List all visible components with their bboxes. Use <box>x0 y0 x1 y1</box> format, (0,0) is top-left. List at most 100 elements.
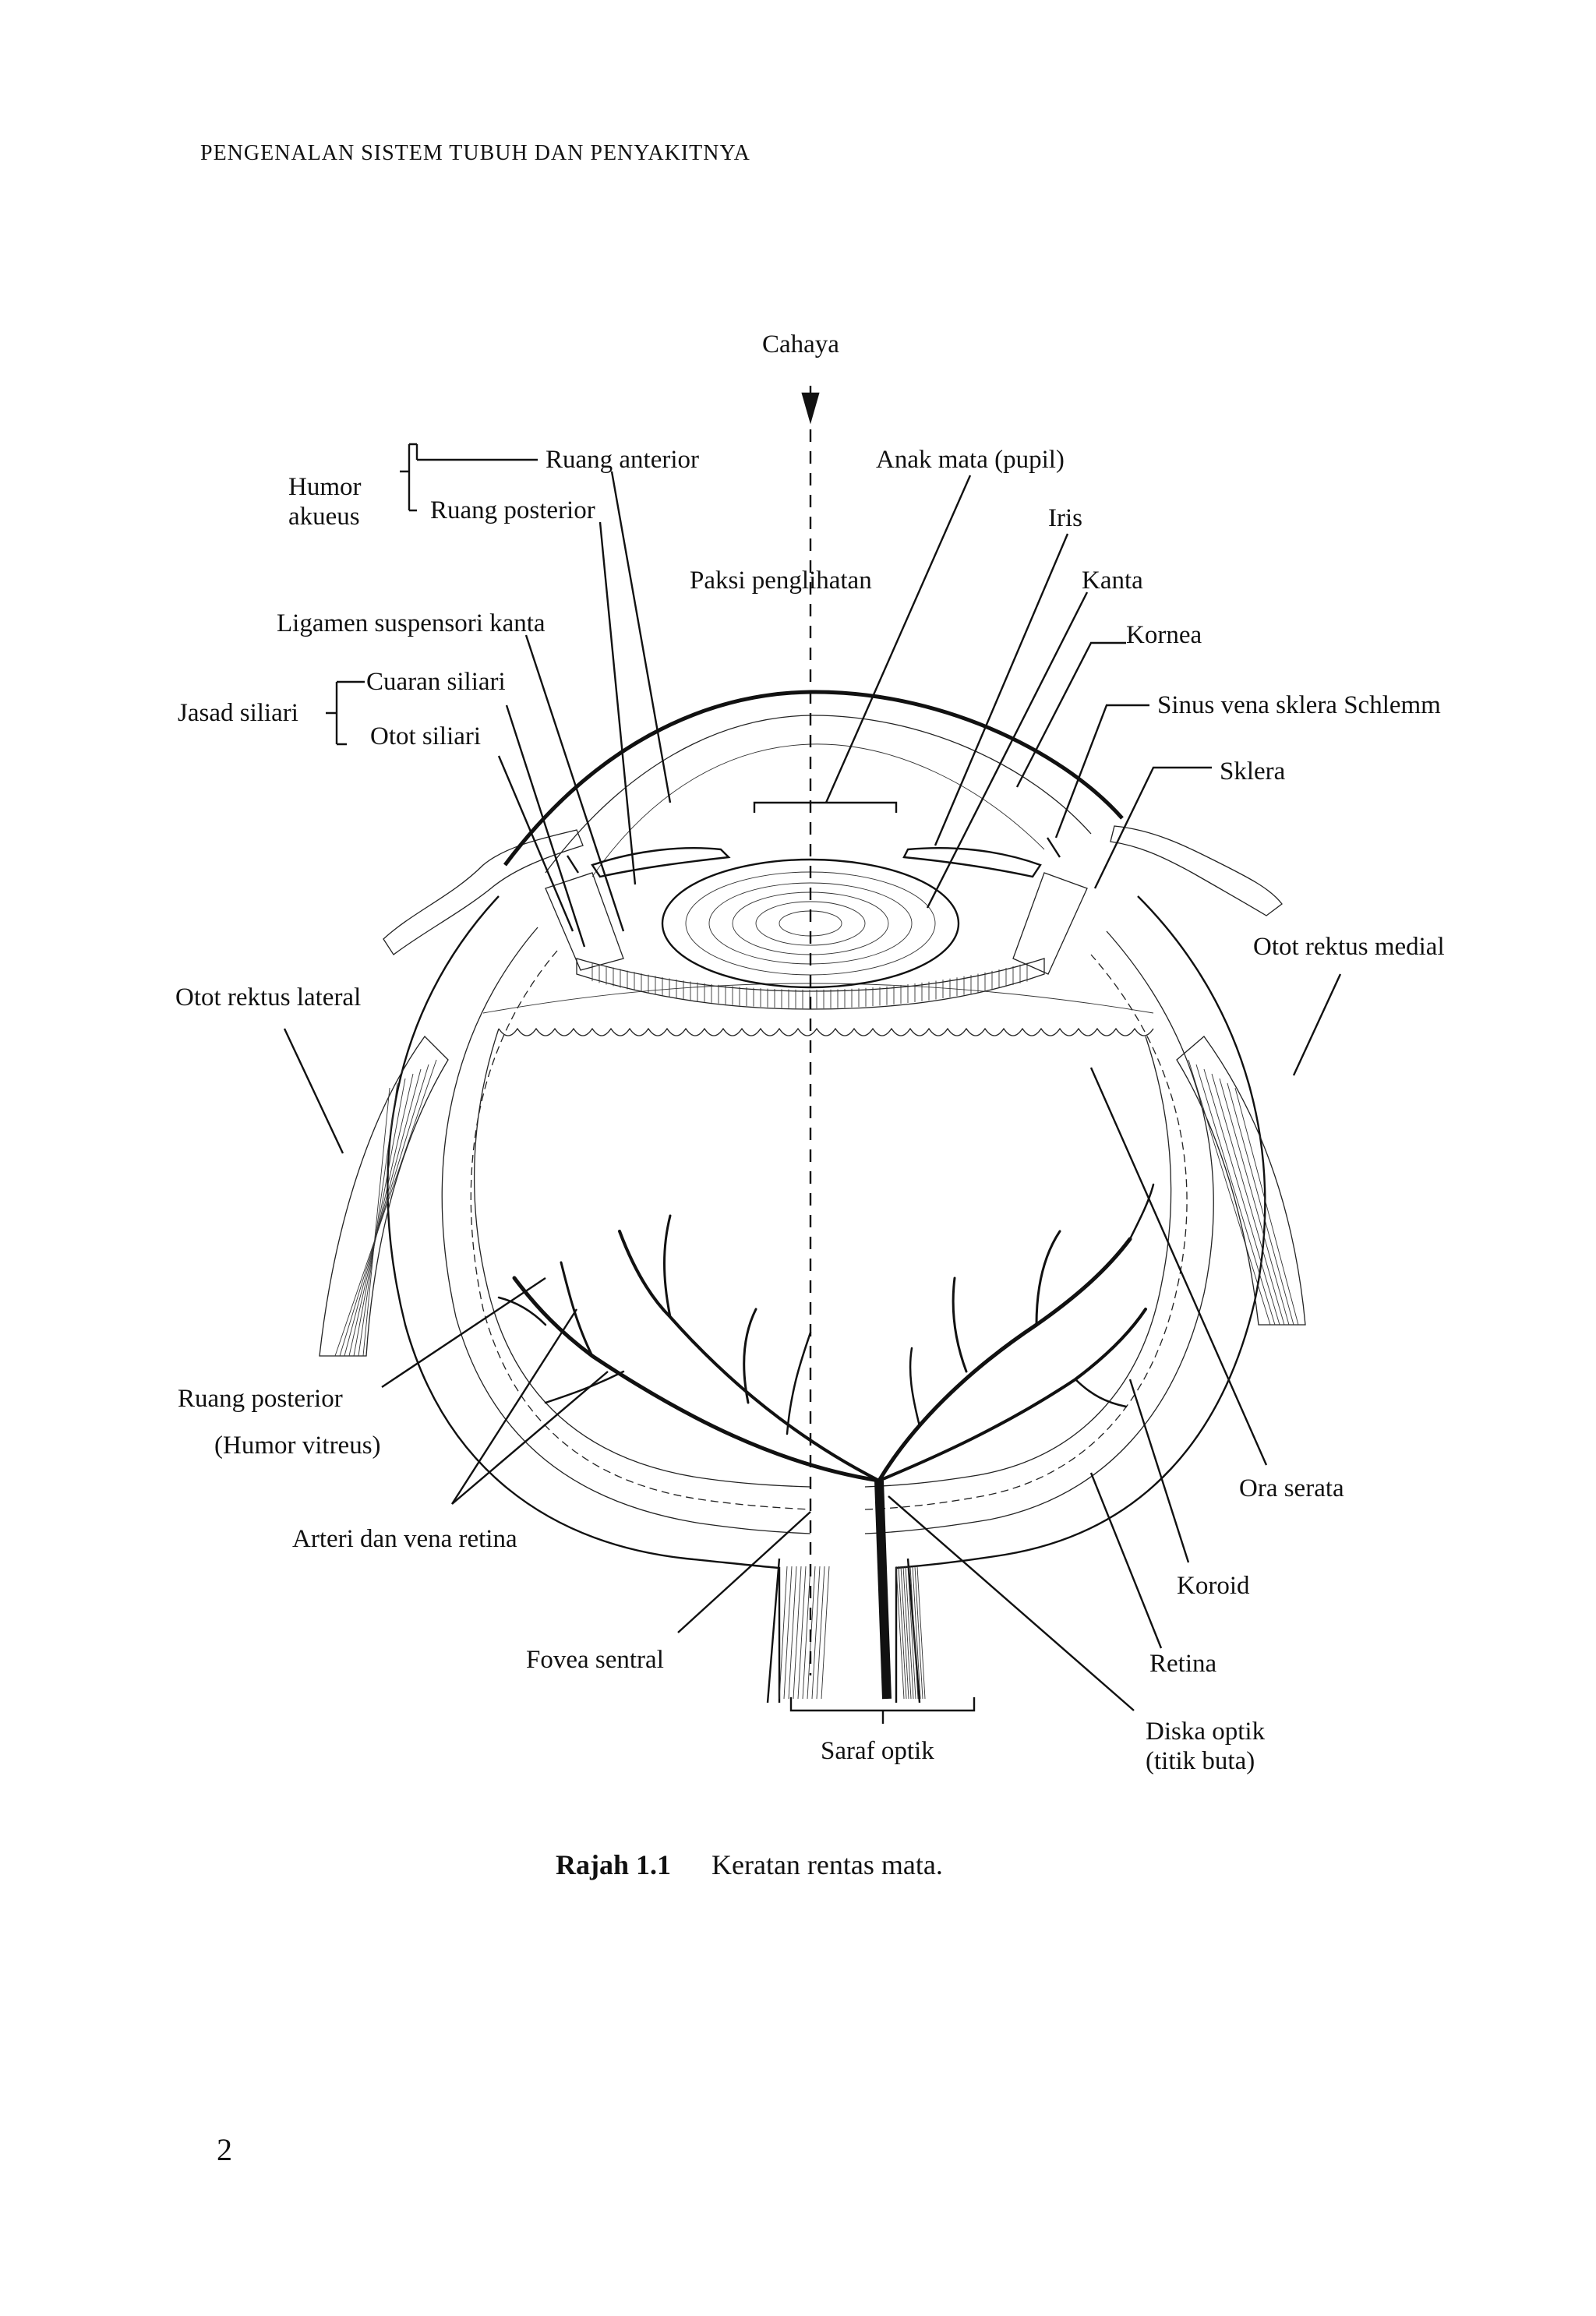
label-iris: Iris <box>1048 504 1082 532</box>
medial-rectus-muscle <box>1176 1036 1306 1326</box>
label-titik-buta: (titik buta) <box>1146 1747 1255 1775</box>
optic-nerve-fiber-right <box>898 1566 907 1700</box>
label-ruang-anterior: Ruang anterior <box>546 446 699 474</box>
retinal-branch-right-3 <box>909 1347 921 1428</box>
label-leaders <box>283 443 1342 1724</box>
choroid-layer <box>470 950 1188 1510</box>
medial-rectus-striation <box>1219 1078 1290 1326</box>
rectus-striations <box>334 1059 1299 1357</box>
label-humor: Humor <box>288 473 362 501</box>
caption-label: Rajah 1.1 <box>556 1849 671 1880</box>
medial-rectus-striation <box>1188 1059 1271 1326</box>
optic-nerve-fiber-right <box>909 1566 919 1700</box>
schlemm-canal-left <box>566 855 580 874</box>
sclera-outer <box>387 895 1266 1703</box>
optic-nerve-fiber-left <box>779 1566 788 1700</box>
lens <box>661 858 960 989</box>
optic-nerve-fiber-left <box>793 1566 802 1700</box>
label-sinus: Sinus vena sklera Schlemm <box>1157 691 1441 719</box>
jasad-siliari-bracket <box>326 680 365 746</box>
labels: Cahaya Humor akueus Ruang anterior Ruang… <box>175 330 1445 1775</box>
ligamen-pointer <box>524 634 625 932</box>
cuaran-siliari-pointer <box>505 704 586 948</box>
medial-rectus-striation <box>1195 1064 1276 1326</box>
label-arteri: Arteri dan vena retina <box>292 1525 517 1553</box>
kanta-pointer <box>926 591 1089 909</box>
sclera-inner <box>441 927 1214 1534</box>
schlemm-canal-right <box>1046 837 1061 858</box>
sklera-pointer <box>1093 766 1212 889</box>
iris-left <box>591 846 731 878</box>
left-eyelid-fold <box>383 829 584 955</box>
label-humor-vitreus: (Humor vitreus) <box>214 1432 381 1460</box>
right-eyelid-fold <box>1110 825 1283 916</box>
cornea <box>503 690 1124 867</box>
retinal-vein-left-upper <box>618 1230 881 1482</box>
label-paksi: Paksi penglihatan <box>690 567 872 595</box>
label-otot-rektus-medial: Otot rektus medial <box>1253 933 1445 961</box>
medial-rectus-striation <box>1234 1087 1299 1326</box>
arteri-pointer-1 <box>450 1308 578 1505</box>
retinal-vessels <box>497 1183 1155 1483</box>
optic-nerve-fiber-left <box>797 1566 807 1700</box>
lens-ring-4 <box>755 901 866 946</box>
retinal-branch-left-2 <box>560 1261 594 1357</box>
label-otot-siliari: Otot siliari <box>370 722 481 750</box>
label-ruang-posterior-top: Ruang posterior <box>430 496 595 524</box>
optic-nerve-fiber-left <box>788 1566 797 1700</box>
ciliary-hatching <box>591 962 1028 1008</box>
optic-nerve-fiber-right <box>900 1566 909 1700</box>
otot-siliari-pointer <box>497 755 574 932</box>
ora-serata-pointer <box>1089 1067 1268 1466</box>
label-kornea: Kornea <box>1126 621 1202 649</box>
label-kanta: Kanta <box>1082 567 1143 595</box>
lateral-rectus-striation <box>348 1073 414 1357</box>
medial-rectus-striation <box>1203 1068 1280 1326</box>
retinal-branch-right-5 <box>1128 1183 1155 1241</box>
optic-nerve-fiber-right <box>895 1566 905 1700</box>
lateral-rectus-muscle <box>319 1036 449 1357</box>
ciliary-body-band <box>576 958 1045 1010</box>
optic-nerve-fiber-right <box>907 1566 916 1700</box>
kornea-pointer <box>1015 641 1126 788</box>
label-diska-optik: Diska optik <box>1146 1718 1266 1746</box>
retinal-branch-left-3 <box>743 1308 757 1404</box>
light-arrow <box>801 392 820 425</box>
label-jasad-siliari: Jasad siliari <box>178 699 298 727</box>
koroid-pointer <box>1128 1379 1190 1563</box>
retinal-branch-right-1 <box>1035 1230 1061 1326</box>
lateral-rectus-striation <box>358 1082 398 1357</box>
ora-serrata-edge <box>498 1027 1154 1036</box>
ruang-posterior-top-pointer <box>598 521 637 885</box>
iris-right <box>902 847 1042 878</box>
retinal-branch-left-4 <box>786 1331 812 1435</box>
label-anak-mata: Anak mata (pupil) <box>876 446 1065 474</box>
otot-rektus-medial-pointer <box>1292 973 1342 1076</box>
retinal-branch-left-1 <box>663 1214 672 1319</box>
optic-nerve-fiber-left <box>816 1566 825 1700</box>
retinal-vein-right-lower <box>877 1308 1147 1482</box>
label-cuaran-siliari: Cuaran siliari <box>366 668 506 696</box>
otot-rektus-lateral-pointer <box>283 1028 344 1154</box>
label-retina: Retina <box>1149 1650 1216 1678</box>
label-koroid: Koroid <box>1177 1572 1250 1600</box>
page-number: 2 <box>217 2132 232 2167</box>
retina-pointer <box>1089 1472 1163 1649</box>
central-retinal-vessel <box>874 1480 892 1700</box>
retinal-branch-left-6 <box>544 1370 625 1404</box>
label-akueus: akueus <box>288 503 360 531</box>
lateral-rectus-striation <box>353 1078 406 1357</box>
medial-rectus-striation <box>1211 1073 1285 1326</box>
running-header: PENGENALAN SISTEM TUBUH DAN PENYAKITNYA <box>200 141 750 165</box>
optic-nerve-fiber-right <box>902 1566 912 1700</box>
arteri-pointer-2 <box>451 1371 609 1505</box>
pupil-bracket <box>753 801 898 813</box>
optic-nerve-fiber-left <box>811 1566 821 1700</box>
optic-nerve-fiber-left <box>821 1566 830 1700</box>
label-saraf-optik: Saraf optik <box>821 1737 934 1765</box>
caption-text: Keratan rentas mata. <box>711 1849 943 1880</box>
optic-nerve-fiber-left <box>783 1566 793 1700</box>
retina-layer <box>473 1028 1172 1488</box>
sinus-pointer <box>1054 704 1149 838</box>
